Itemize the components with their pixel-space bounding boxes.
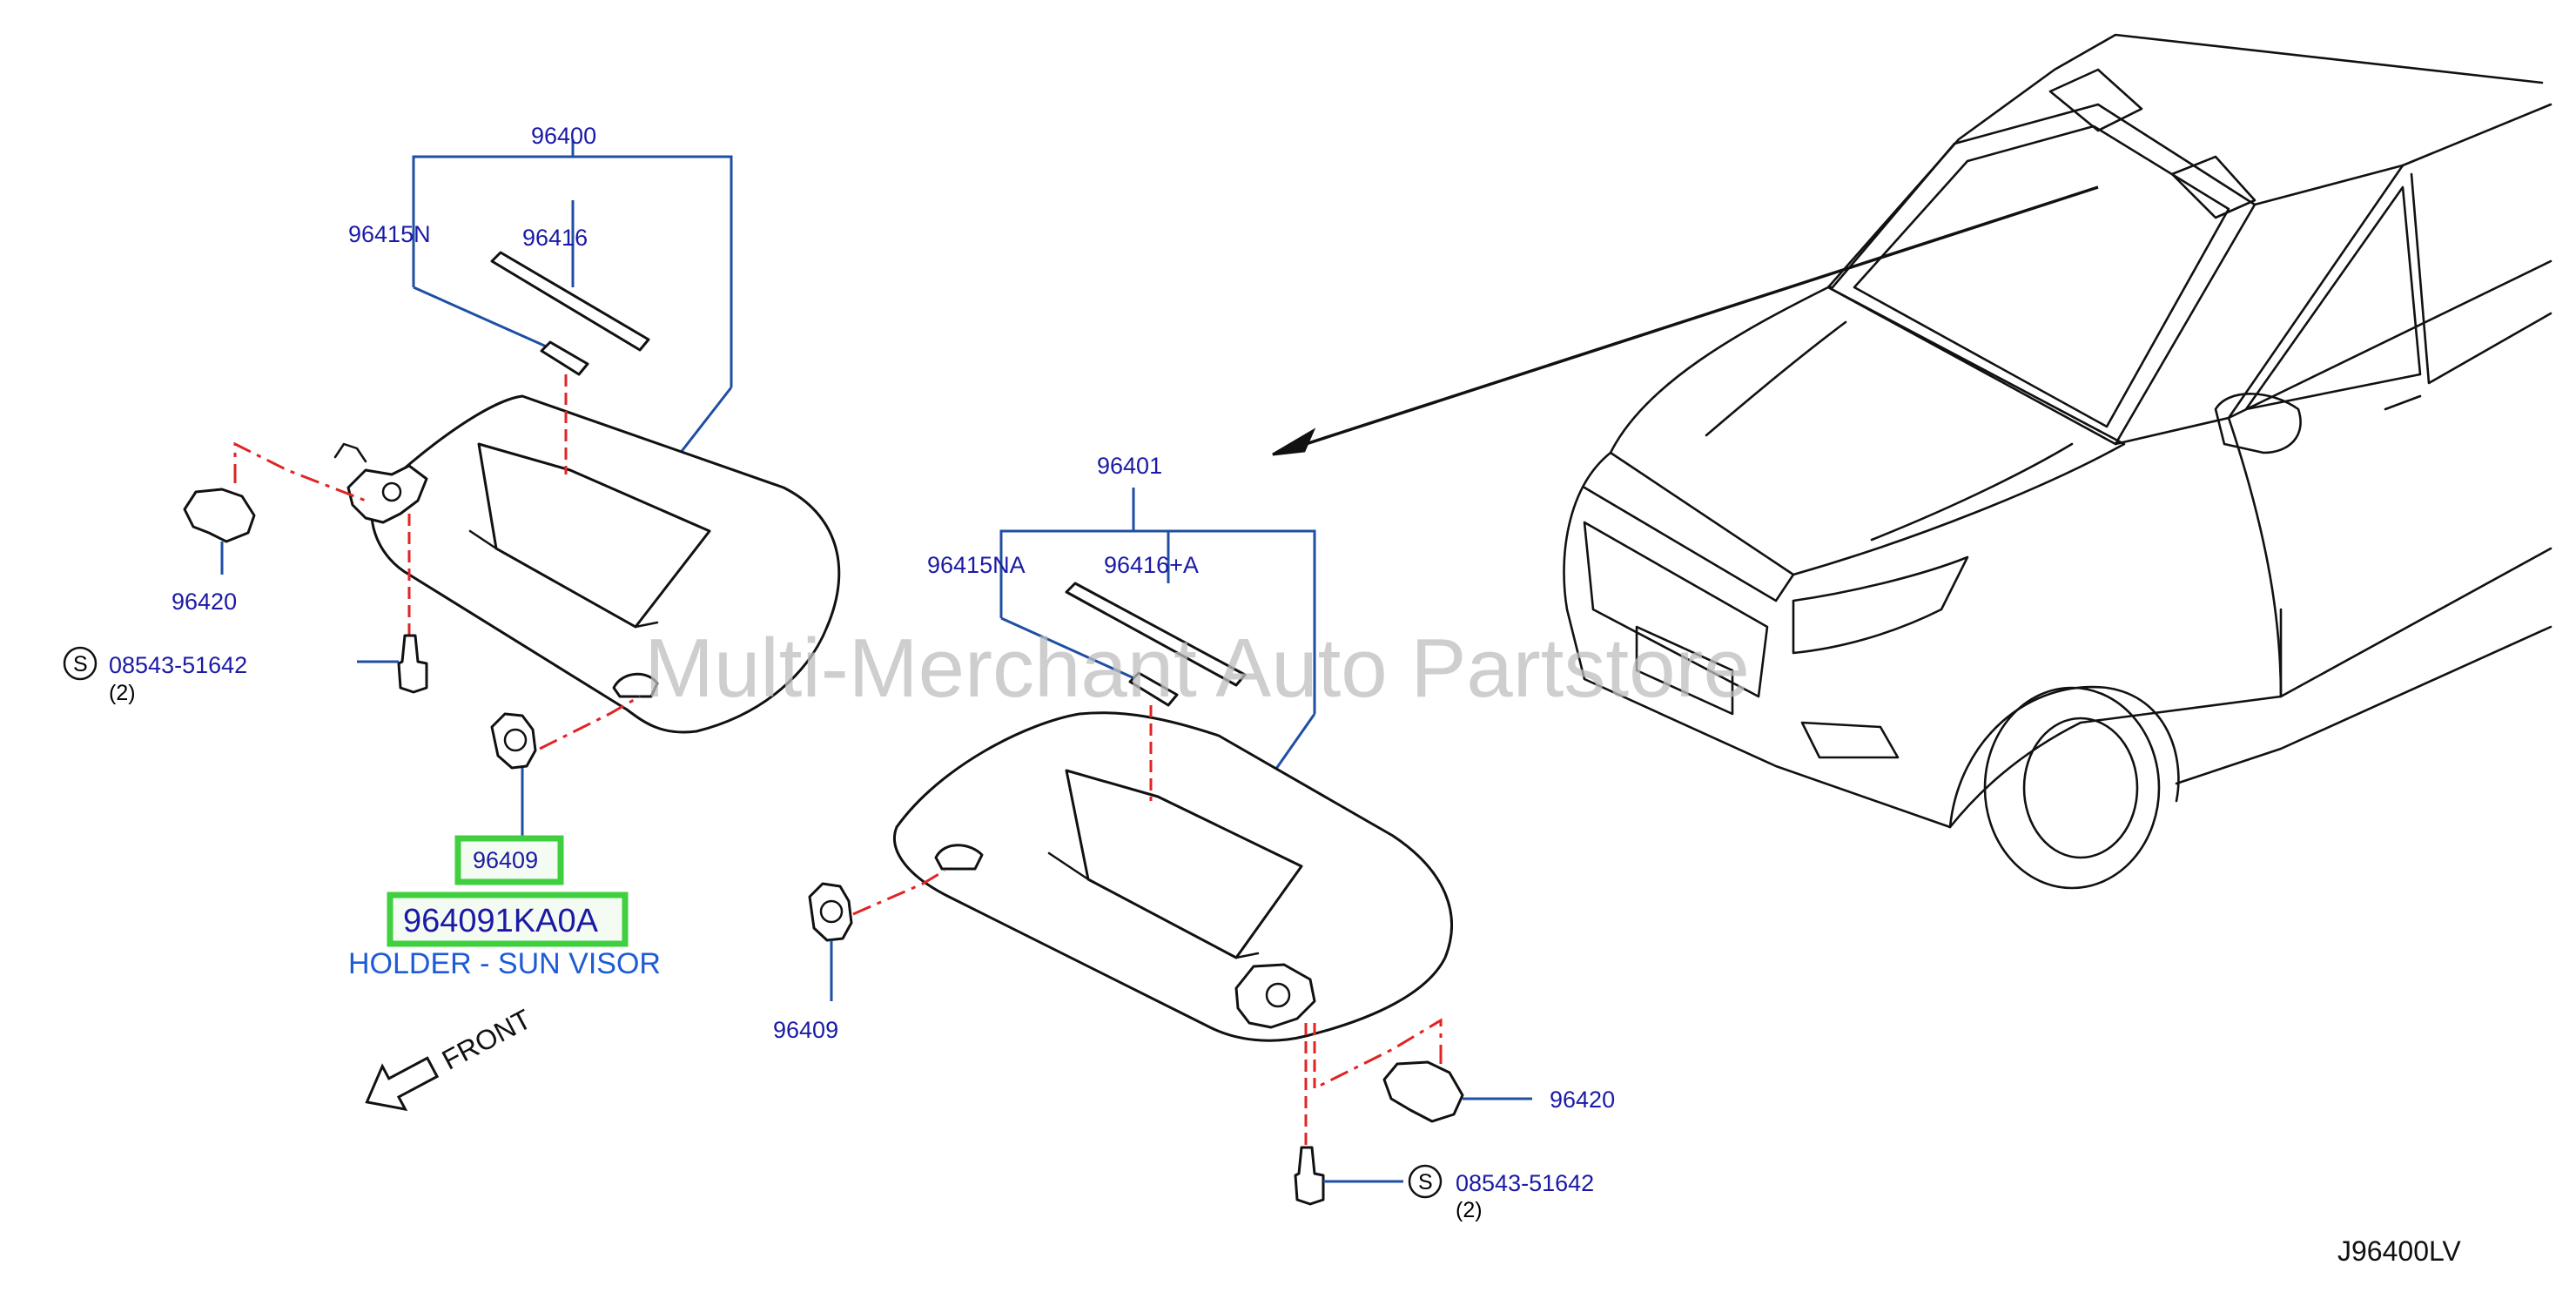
callout-assy-right[interactable]: 96401 [1097, 453, 1162, 479]
right-holder-dash [852, 869, 945, 916]
front-indicator: FRONT [365, 1003, 536, 1112]
location-pointer-arrowhead [1272, 427, 1316, 456]
left-pin [540, 340, 589, 376]
right-mirror-frame [1047, 851, 1260, 959]
vehicle-visor-left [2048, 68, 2143, 132]
right-visor-clip-notch [934, 844, 984, 871]
left-hinge-tab [333, 442, 367, 463]
left-holder-hole [503, 728, 528, 752]
vehicle-grille-top [1583, 486, 1795, 602]
right-hinge-hole [1265, 982, 1291, 1008]
left-mirror-cover-strip [490, 251, 650, 352]
highlight-box-part-number [387, 892, 629, 947]
callout-holder-right[interactable]: 96409 [773, 1017, 838, 1043]
right-mirror-cover-strip [1065, 582, 1247, 687]
callout-pin-left[interactable]: 96415N [348, 221, 431, 247]
leader-pin-left-end [413, 286, 551, 350]
right-holder [808, 882, 853, 942]
watermark: Multi-Merchant Auto Partstore [644, 622, 1750, 715]
highlight-part-number[interactable]: 964091KA0A [403, 903, 599, 939]
vehicle-front-fascia [1563, 451, 2283, 829]
right-pin [1128, 671, 1179, 707]
callout-screw-right[interactable]: 08543-51642 [1456, 1170, 1594, 1196]
vehicle-front-tire [1983, 686, 2161, 890]
callout-cover-right[interactable]: 96420 [1550, 1087, 1615, 1113]
front-label: FRONT [437, 1003, 536, 1076]
callout-pin-right[interactable]: 96415NA [927, 552, 1026, 578]
vehicle-hood [1609, 286, 2126, 576]
vehicle-rocker [2175, 625, 2552, 785]
callout-screw-left[interactable]: 08543-51642 [109, 652, 247, 678]
vehicle-visor-right [2170, 155, 2257, 219]
vehicle-grille [1583, 521, 1769, 698]
vehicle-hood-crease-1 [1705, 320, 1847, 437]
vehicle-wheel-arch [1948, 685, 2180, 829]
vehicle-door-handle [2384, 394, 2422, 411]
vehicle-side-mirror [2214, 393, 2302, 454]
leader-assy-left [412, 155, 733, 200]
highlight-box-holder [454, 835, 564, 885]
left-visor-clip-notch [612, 672, 659, 698]
vehicle-side-window [2244, 185, 2422, 411]
right-visor-mirror [1065, 769, 1303, 959]
left-sun-visor-group: 96400 96415N 96416 96420 S 08543-51642 (… [63, 123, 841, 980]
vehicle-b-pillar [2410, 172, 2552, 385]
right-holder-hole [819, 899, 844, 924]
callout-mirror-cover-left[interactable]: 96416 [522, 225, 588, 251]
left-holder [490, 712, 537, 770]
left-hinge-bracket [346, 464, 428, 524]
callout-mirror-cover-right[interactable]: 96416+A [1104, 552, 1199, 578]
vehicle-front-rim [2022, 717, 2139, 859]
screw-symbol-left-letter: S [73, 652, 88, 676]
vehicle-windshield-inner [1853, 124, 2230, 428]
highlight-description: HOLDER - SUN VISOR [348, 947, 661, 980]
screw-left-qty: (2) [109, 681, 136, 705]
leader-pin-right-end [1000, 616, 1137, 681]
left-bracket-cover [183, 488, 256, 543]
screw-symbol-right-letter: S [1418, 1170, 1433, 1194]
left-holder-dash [539, 695, 641, 750]
vehicle-front-door [2227, 416, 2552, 698]
left-hinge-hole [381, 481, 402, 502]
right-bracket-cover [1382, 1060, 1464, 1123]
callout-cover-left[interactable]: 96420 [172, 589, 237, 615]
leader-assy-right [999, 529, 1316, 714]
callout-holder-left[interactable]: 96409 [473, 847, 538, 873]
right-screw [1294, 1146, 1325, 1206]
location-pointer-line [1305, 185, 2099, 446]
vehicle-hood-crease-2 [1870, 442, 2074, 542]
left-screw [397, 634, 428, 694]
vehicle-windshield [1826, 103, 2257, 446]
vehicle-belt-line [2227, 259, 2552, 420]
left-cover-dash [233, 441, 367, 502]
screw-symbol-left [63, 646, 98, 681]
callout-assy-left[interactable]: 96400 [531, 123, 596, 149]
front-arrow-icon [365, 1056, 440, 1112]
vehicle-outline [1272, 33, 2552, 890]
vehicle-license-plate [1635, 625, 1734, 716]
screw-symbol-right [1408, 1164, 1443, 1199]
vehicle-headlight [1792, 555, 1969, 655]
right-sun-visor-group: 96401 96415NA 96416+A 96409 96420 S 0854… [773, 453, 1615, 1222]
left-visor-mirror [477, 442, 711, 629]
vehicle-fog-light [1800, 721, 1900, 759]
right-hinge-bracket [1234, 963, 1316, 1029]
diagram-code: J96400LV [2337, 1235, 2461, 1267]
left-mirror-frame [468, 529, 659, 629]
screw-right-qty: (2) [1456, 1198, 1483, 1222]
